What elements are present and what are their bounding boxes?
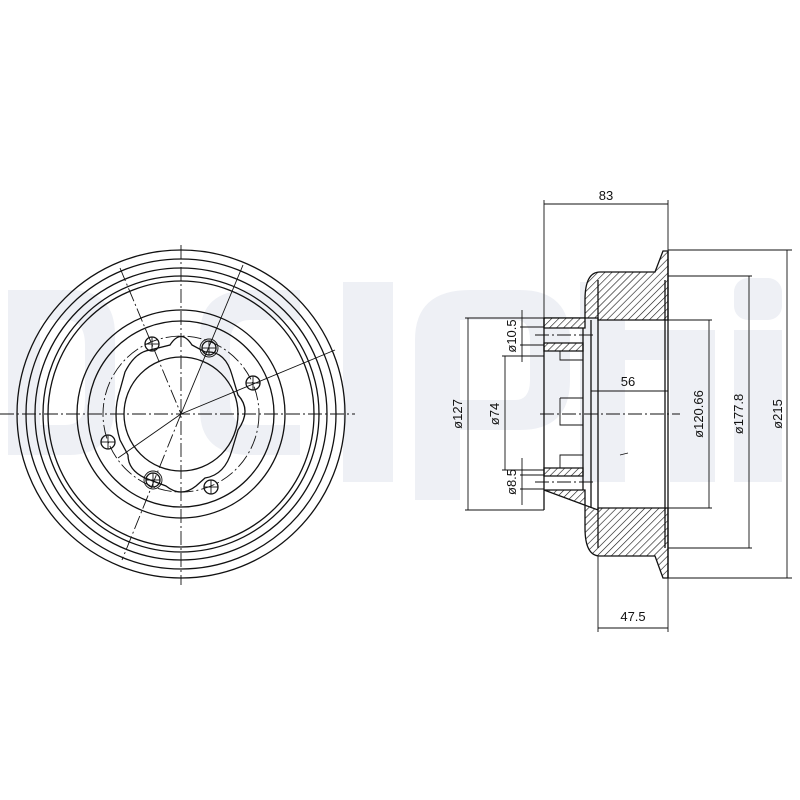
dim-drum-depth: 56 <box>621 374 635 389</box>
dim-outer-diameter: ø215 <box>770 399 785 429</box>
dim-center-bore: ø74 <box>487 403 502 425</box>
dim-bolt-hole-top: ø10.5 <box>504 319 519 352</box>
dim-flange-depth: 47.5 <box>620 609 645 624</box>
hub-flange-outline <box>115 335 246 493</box>
side-view <box>535 250 680 579</box>
dim-bolt-hole-bottom: ø8.5 <box>504 469 519 495</box>
front-view <box>0 245 355 585</box>
dim-hub-diameter: ø120.66 <box>691 390 706 438</box>
dimensions: 83 56 47.5 ø127 ø74 ø10.5 ø8.5 ø120.66 <box>450 188 792 632</box>
dim-inner-diameter: ø177.8 <box>731 394 746 434</box>
bolt-holes <box>100 336 261 495</box>
dim-overall-width: 83 <box>599 188 613 203</box>
dim-bolt-circle: ø127 <box>450 399 465 429</box>
